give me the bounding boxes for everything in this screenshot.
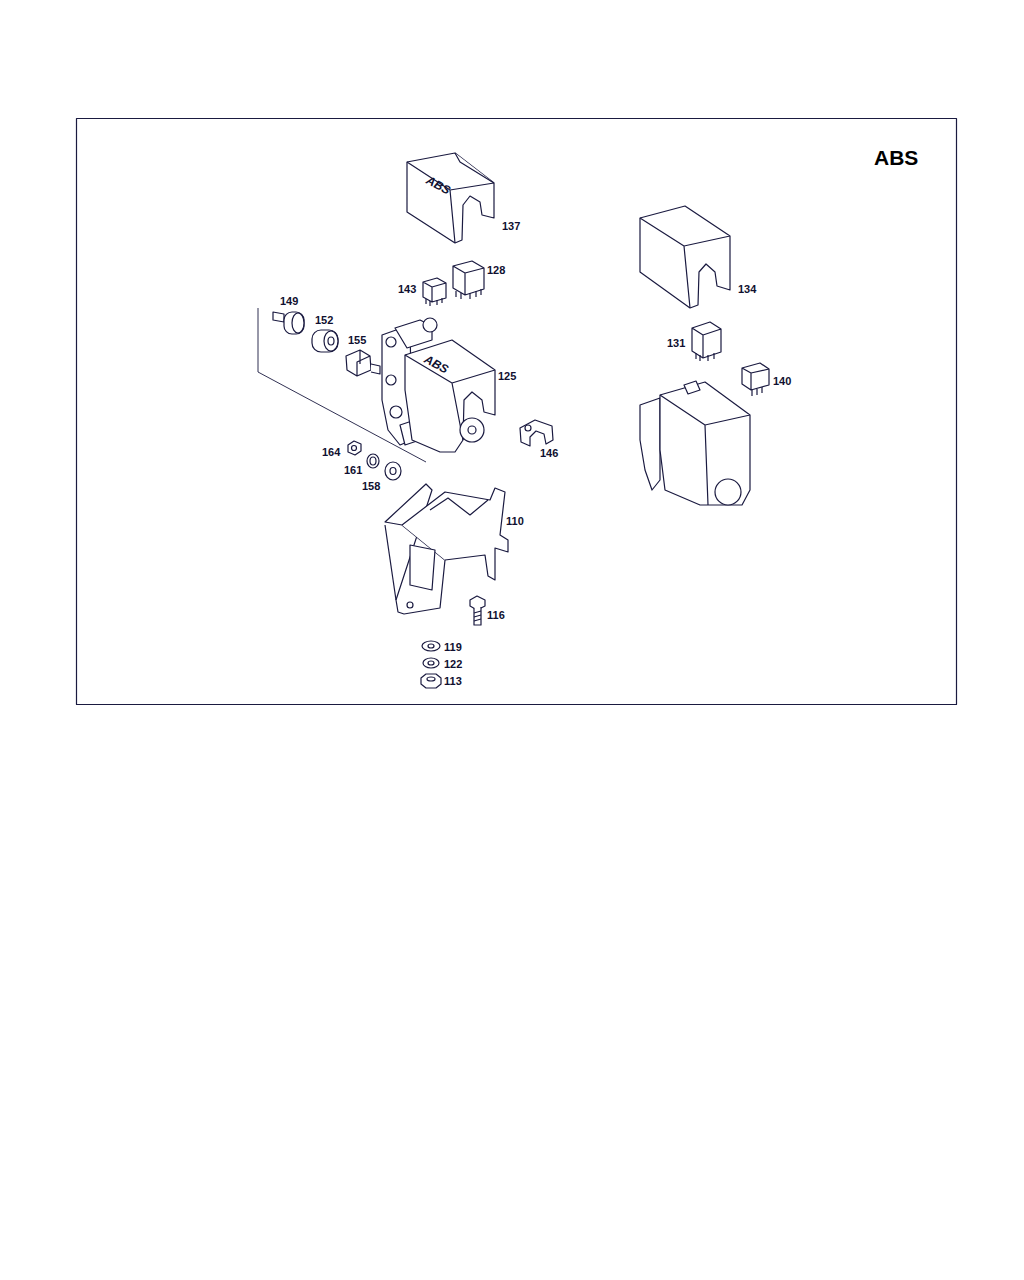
cover bbox=[640, 206, 730, 308]
callout-number: 134 bbox=[738, 284, 756, 295]
callout-number: 164 bbox=[322, 447, 340, 458]
callout-number: 140 bbox=[773, 376, 791, 387]
clamp bbox=[520, 420, 553, 446]
bracket bbox=[385, 484, 508, 614]
hydraulic-unit bbox=[640, 381, 750, 505]
callout-number: 152 bbox=[315, 315, 333, 326]
callout-number: 113 bbox=[444, 676, 462, 687]
callout-number: 122 bbox=[444, 659, 462, 670]
callout-number: 110 bbox=[506, 516, 524, 527]
diagram-title: ABS bbox=[874, 147, 918, 168]
callout-number: 137 bbox=[502, 221, 520, 232]
callout-number: 158 bbox=[362, 481, 380, 492]
callout-number: 161 bbox=[344, 465, 362, 476]
hydraulic-unit bbox=[382, 318, 495, 452]
relay bbox=[423, 261, 484, 306]
fitting bbox=[273, 312, 380, 376]
callout-number: 131 bbox=[667, 338, 685, 349]
leader-line bbox=[258, 308, 426, 462]
callout-number: 155 bbox=[348, 335, 366, 346]
callout-number: 125 bbox=[498, 371, 516, 382]
callout-number: 128 bbox=[487, 265, 505, 276]
fasteners bbox=[421, 641, 441, 688]
callout-number: 119 bbox=[444, 642, 462, 653]
callout-number: 143 bbox=[398, 284, 416, 295]
callout-number: 146 bbox=[540, 448, 558, 459]
callout-number: 149 bbox=[280, 296, 298, 307]
bolt bbox=[470, 596, 485, 625]
callout-number: 116 bbox=[487, 610, 505, 621]
frame bbox=[77, 119, 957, 705]
cover bbox=[407, 153, 494, 243]
